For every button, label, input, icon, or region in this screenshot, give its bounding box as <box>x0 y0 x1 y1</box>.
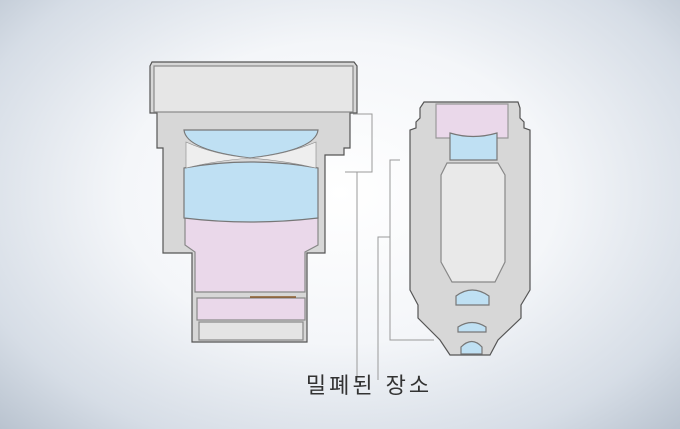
leader-lines <box>345 113 434 380</box>
sealed-area-caption: 밀폐된 장소 <box>305 374 433 399</box>
right-lens-inner-tube <box>440 162 506 283</box>
left-lens-cap <box>153 65 354 113</box>
left-lens-assembly <box>149 61 358 343</box>
leader-line-right-bracket <box>389 159 434 341</box>
left-lens-air-gap <box>185 141 317 169</box>
leader-line-right-stem <box>377 236 390 380</box>
right-lens-pink-mount <box>435 103 509 139</box>
left-lens-large-glass <box>183 161 319 223</box>
right-lens-front-glass <box>460 340 483 355</box>
leader-line-left-bracket <box>345 113 373 173</box>
right-lens-top-glass <box>449 132 498 161</box>
left-lens-bottom-ring <box>198 321 304 341</box>
right-lens-mid-glass <box>455 289 490 306</box>
right-lens-small-glass <box>457 321 487 333</box>
left-lens-pink-element <box>184 217 319 293</box>
right-lens-assembly <box>409 101 531 356</box>
left-lens-pink-ring <box>196 297 306 321</box>
